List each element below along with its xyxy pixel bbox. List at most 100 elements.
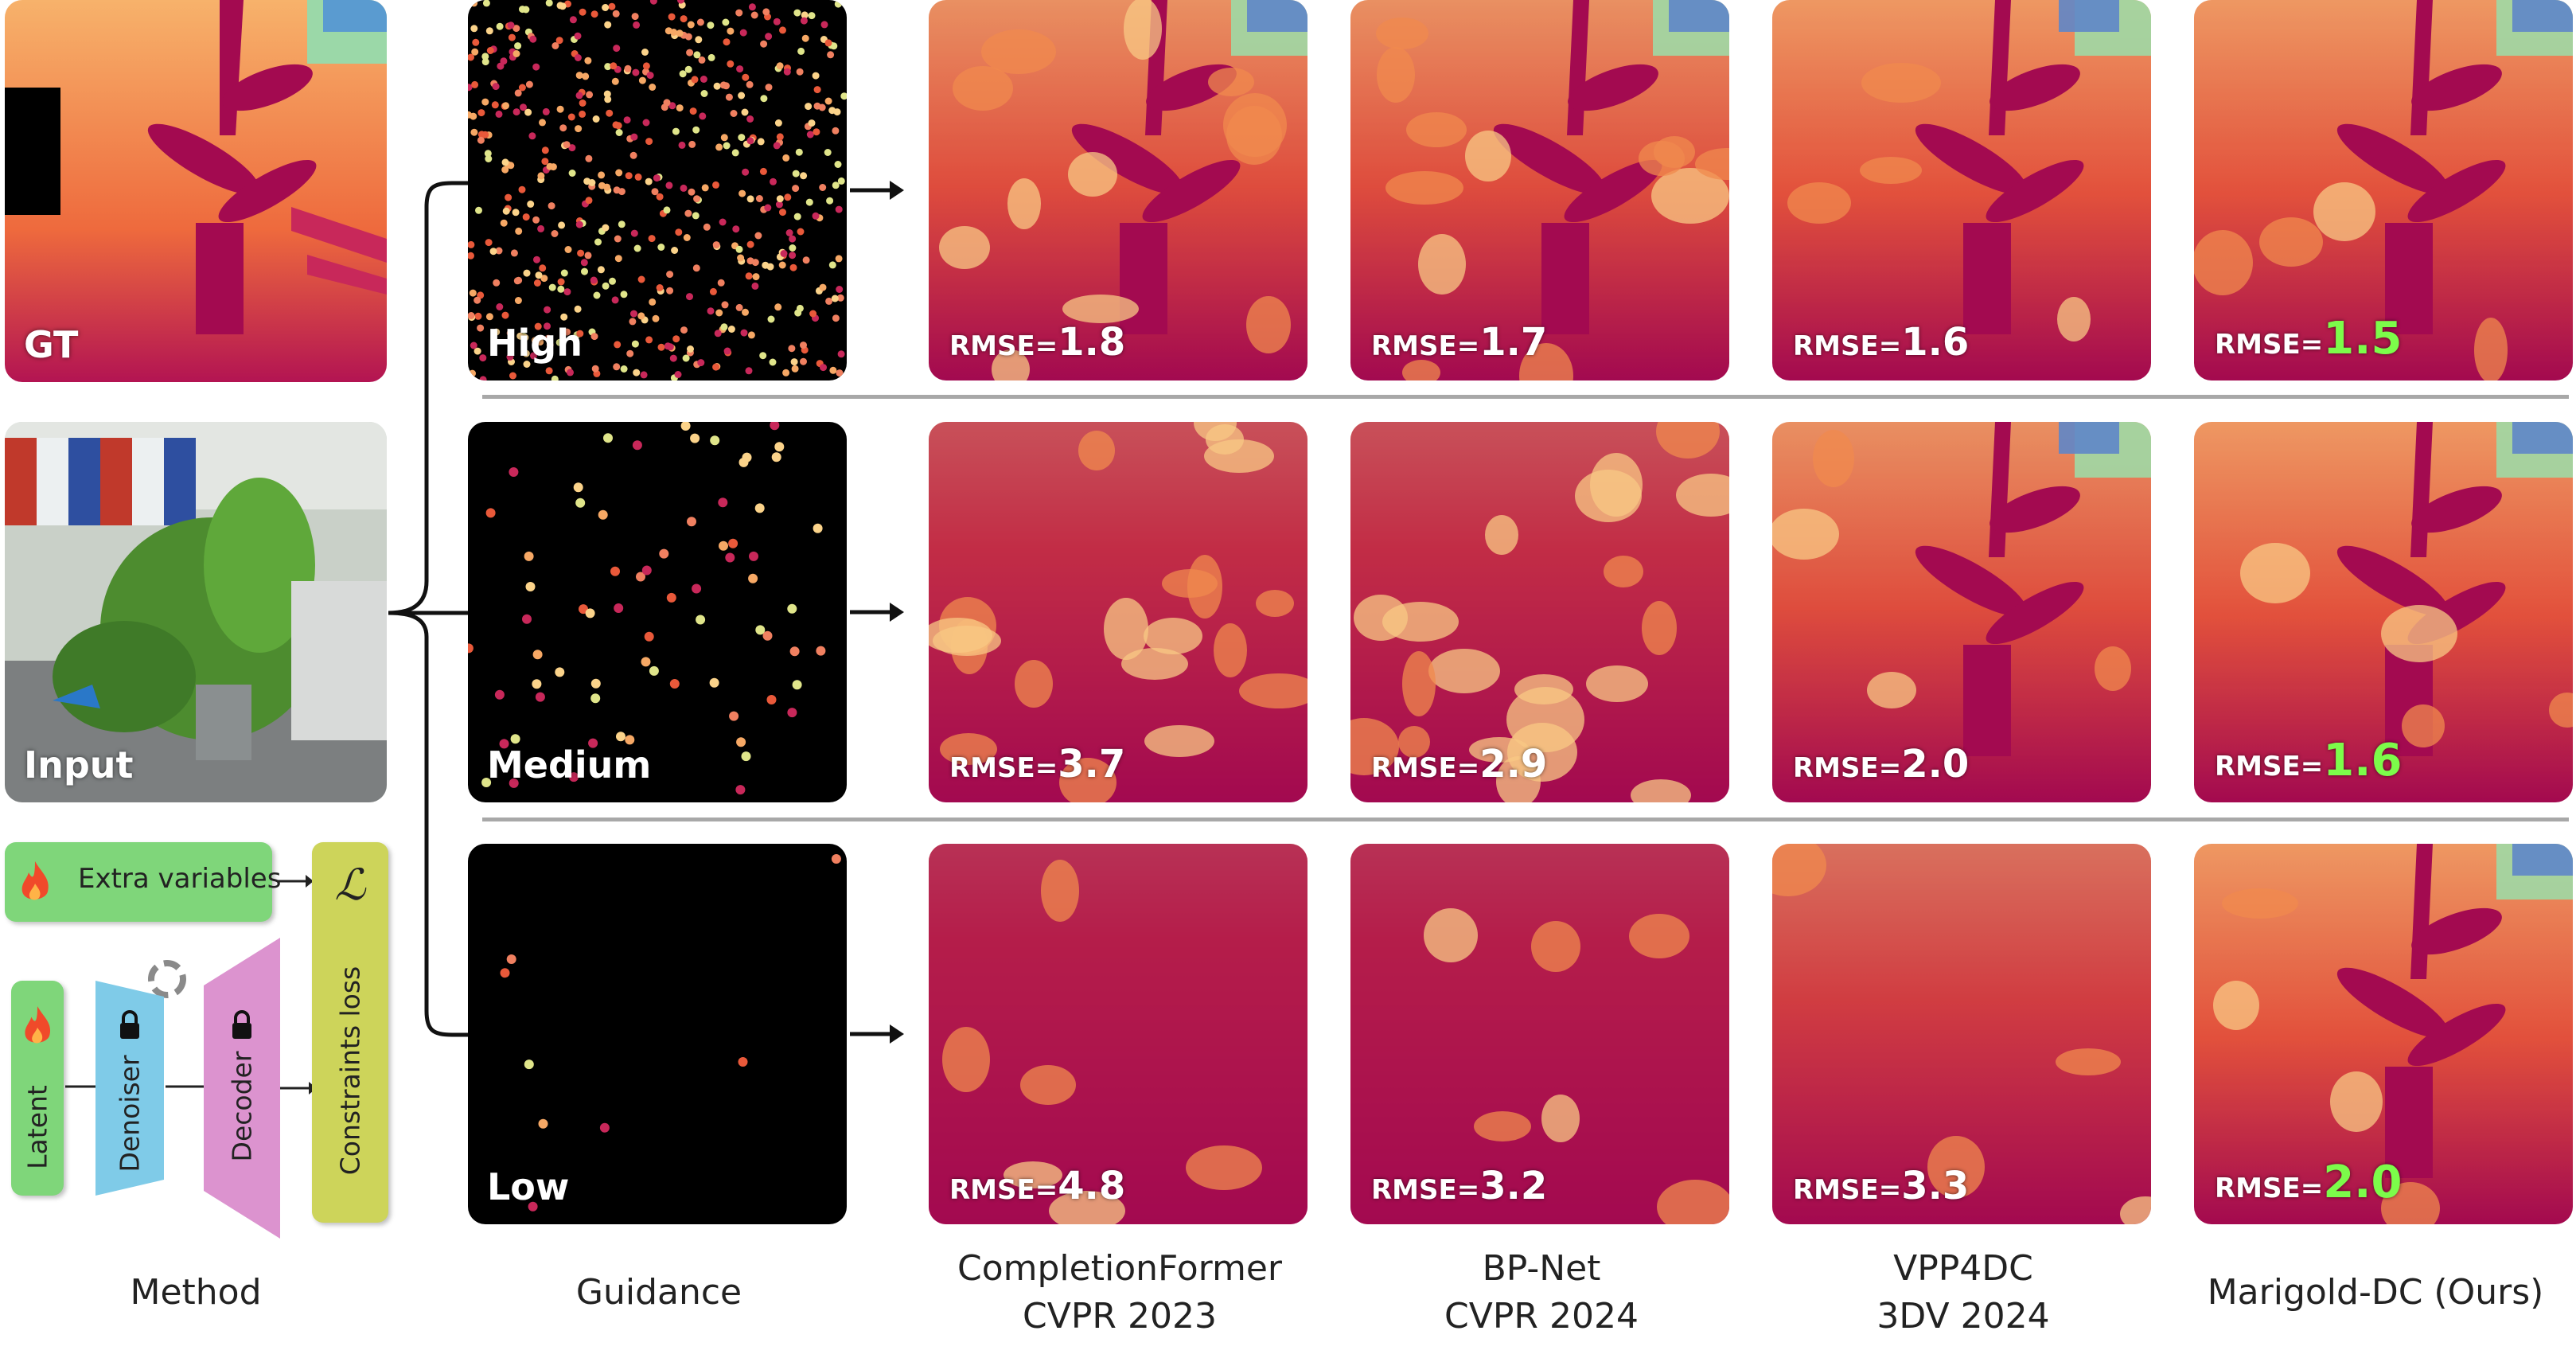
depth-blob: [939, 226, 990, 269]
guidance-point: [722, 18, 730, 26]
guidance-point: [663, 206, 671, 214]
guidance-point: [509, 372, 516, 380]
depth-blob: [1541, 1095, 1580, 1142]
guidance-point: [510, 249, 518, 257]
guidance-point: [690, 433, 700, 443]
guidance-point: [754, 503, 765, 513]
caption-completionformer: CompletionFormer CVPR 2023: [929, 1245, 1311, 1340]
guidance-point: [820, 21, 828, 29]
guidance-point: [659, 548, 669, 559]
guidance-point: [485, 27, 493, 35]
guidance-point: [637, 312, 645, 320]
guidance-point: [666, 271, 674, 279]
guidance-point: [630, 310, 637, 318]
guidance-point: [474, 347, 481, 355]
guidance-point: [676, 29, 684, 37]
guidance-point: [512, 108, 520, 116]
guidance-point: [471, 48, 479, 56]
guidance-point: [828, 261, 836, 269]
guidance-point: [611, 77, 619, 85]
depth-blob: [2330, 1071, 2383, 1132]
guidance-point: [644, 631, 654, 642]
guidance-point: [691, 76, 699, 84]
guidance-point: [793, 9, 801, 17]
guidance-point: [700, 76, 707, 83]
guidance-point: [693, 195, 701, 203]
guidance-point: [641, 565, 652, 576]
depth-blob: [940, 733, 997, 765]
guidance-point: [594, 238, 602, 246]
depth-blob: [1385, 171, 1463, 205]
depth-blob: [1206, 424, 1244, 455]
guidance-point: [613, 363, 621, 371]
guidance-point: [470, 128, 478, 136]
guidance-point: [648, 235, 656, 243]
guidance-point: [824, 149, 832, 156]
guidance-point: [630, 229, 638, 237]
guidance-point: [481, 98, 489, 106]
guidance-point: [692, 264, 700, 272]
constraints-loss-label: Constraints loss: [334, 966, 366, 1176]
guidance-point: [575, 92, 583, 100]
rmse-prefix: RMSE=: [1793, 330, 1902, 362]
depth-blob: [1239, 673, 1307, 708]
guidance-point: [668, 13, 676, 21]
guidance-point: [820, 364, 827, 372]
caption-guidance: Guidance: [575, 1272, 742, 1313]
depth-blob: [1631, 779, 1691, 802]
depth-blob: [1604, 556, 1643, 587]
guidance-point: [672, 127, 680, 135]
gt-depth-image: GT: [5, 0, 387, 382]
guidance-point: [538, 1118, 548, 1129]
result-completionformer-low: RMSE=4.8: [929, 844, 1307, 1224]
input-label: Input: [24, 743, 134, 786]
guidance-point: [590, 333, 598, 341]
guidance-point: [760, 95, 768, 103]
guidance-point: [739, 457, 749, 467]
guidance-point: [625, 735, 635, 745]
guidance-point: [801, 11, 809, 19]
rmse-prefix: RMSE=: [949, 330, 1058, 362]
guidance-point: [499, 739, 509, 749]
depth-blob: [1246, 296, 1291, 353]
depth-blob: [1695, 148, 1729, 180]
guidance-point: [652, 314, 660, 322]
guidance-point: [631, 340, 639, 348]
guidance-point: [727, 27, 735, 35]
guidance-point: [532, 650, 543, 660]
guidance-point: [801, 34, 809, 42]
guidance-point: [542, 107, 550, 115]
guidance-point: [590, 693, 601, 704]
guidance-point: [789, 244, 797, 252]
guidance-point: [545, 367, 553, 375]
guidance-point: [745, 272, 753, 280]
flame-icon: [25, 1006, 51, 1044]
guidance-point: [656, 284, 664, 291]
guidance-point: [493, 279, 501, 287]
guidance-point: [832, 314, 840, 322]
depth-blob: [1121, 648, 1188, 680]
guidance-point: [642, 119, 650, 127]
gt-label: GT: [24, 323, 79, 366]
guidance-point: [773, 18, 781, 25]
guidance-point: [723, 347, 731, 355]
guidance-point: [678, 141, 686, 149]
guidance-point: [683, 234, 691, 241]
guidance-point: [620, 291, 628, 299]
depth-blob: [1208, 68, 1254, 96]
rmse-prefix: RMSE=: [1793, 1174, 1902, 1206]
result-bpnet-medium: RMSE=2.9: [1350, 422, 1729, 802]
depth-blob: [1813, 430, 1854, 487]
guidance-point: [687, 21, 695, 29]
guidance-point: [468, 252, 474, 260]
lock-icon: [232, 1010, 251, 1039]
guidance-point: [494, 689, 505, 700]
depth-blob: [2056, 1048, 2121, 1075]
depth-blob: [1049, 1191, 1125, 1224]
guidance-point: [676, 104, 684, 112]
depth-blob: [2194, 230, 2253, 295]
guidance-point: [469, 289, 477, 297]
guidance-point: [824, 39, 832, 47]
guidance-point: [468, 53, 474, 61]
depth-blob: [2222, 888, 2298, 919]
